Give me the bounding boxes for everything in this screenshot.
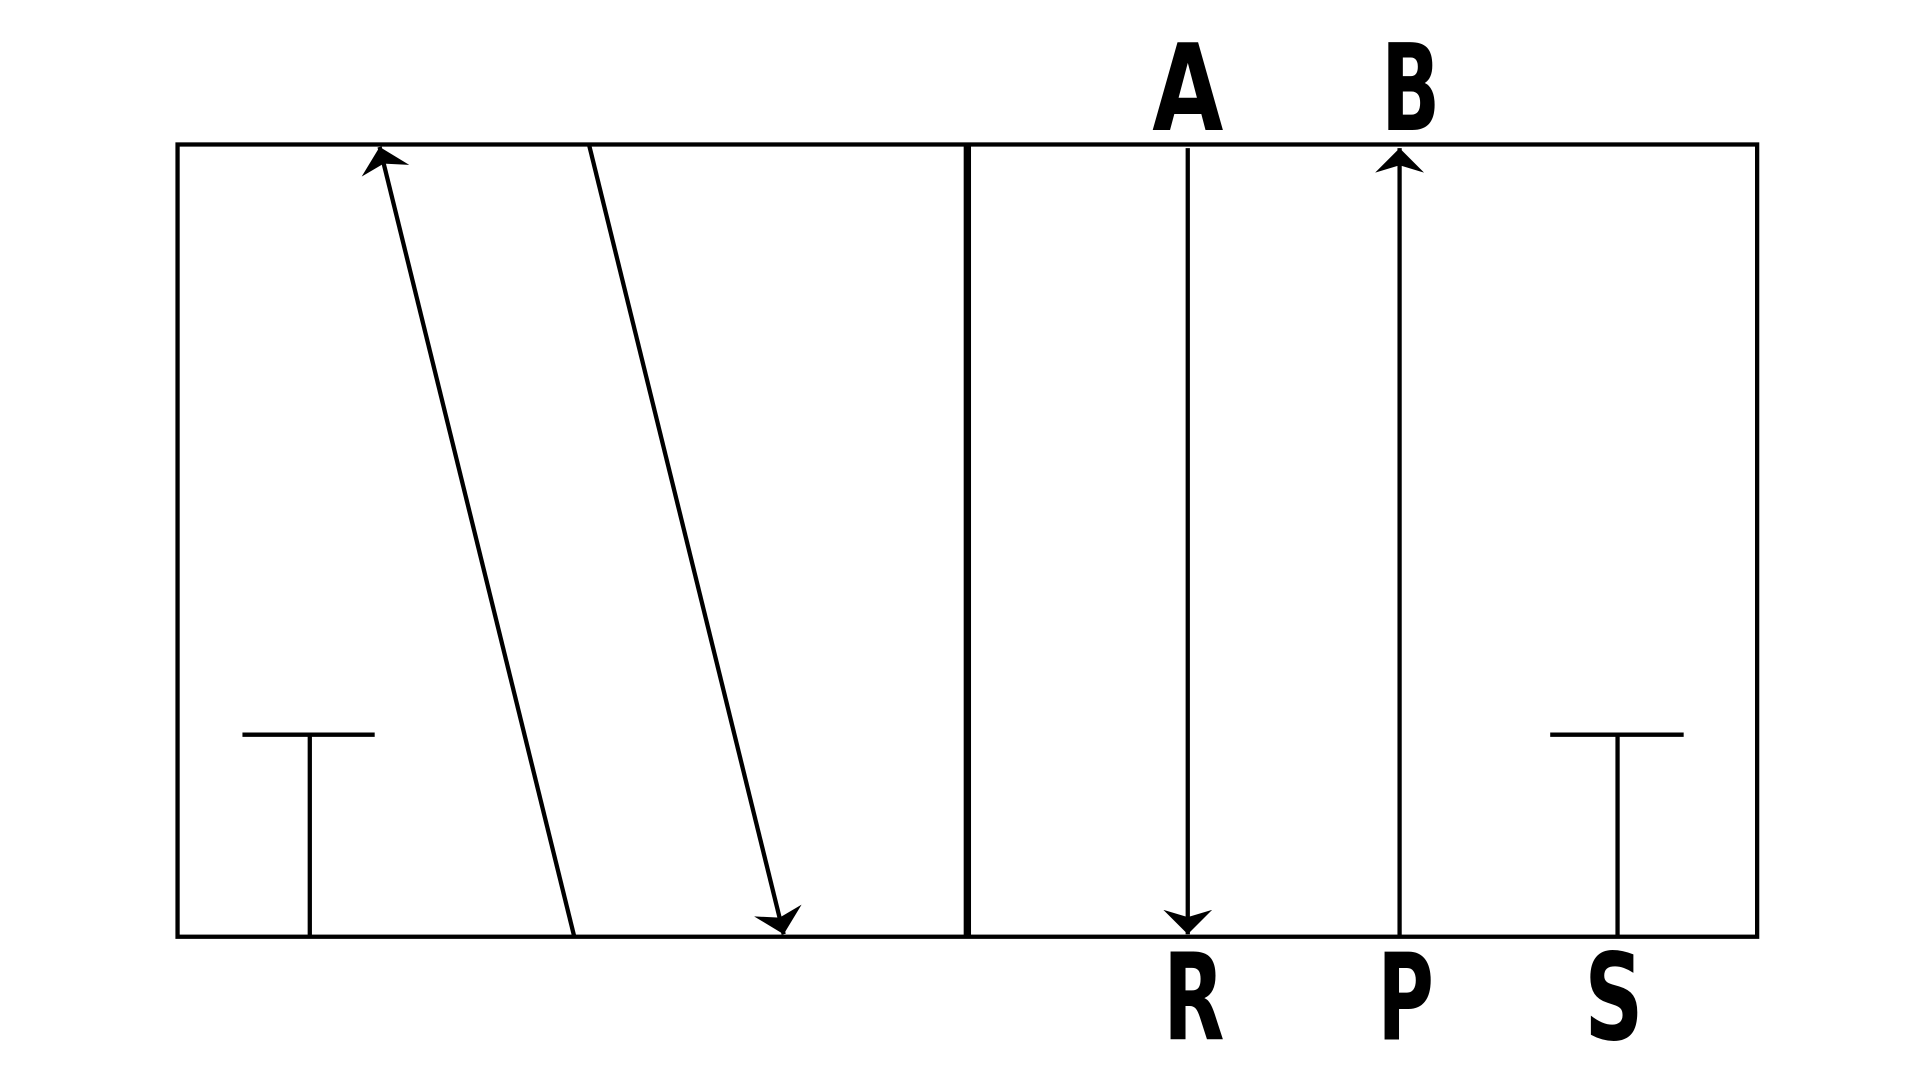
flow-arrow-down-diagonal [586, 143, 802, 935]
port-label-a: A [1152, 20, 1223, 159]
port-label-b: B [1381, 20, 1440, 159]
port-label-s: S [1584, 930, 1643, 1069]
flow-arrow-up-diagonal [361, 146, 577, 938]
right-position [1163, 148, 1684, 937]
left-position [242, 143, 802, 938]
port-label-r: R [1163, 930, 1224, 1069]
port-label-p: P [1378, 930, 1434, 1069]
